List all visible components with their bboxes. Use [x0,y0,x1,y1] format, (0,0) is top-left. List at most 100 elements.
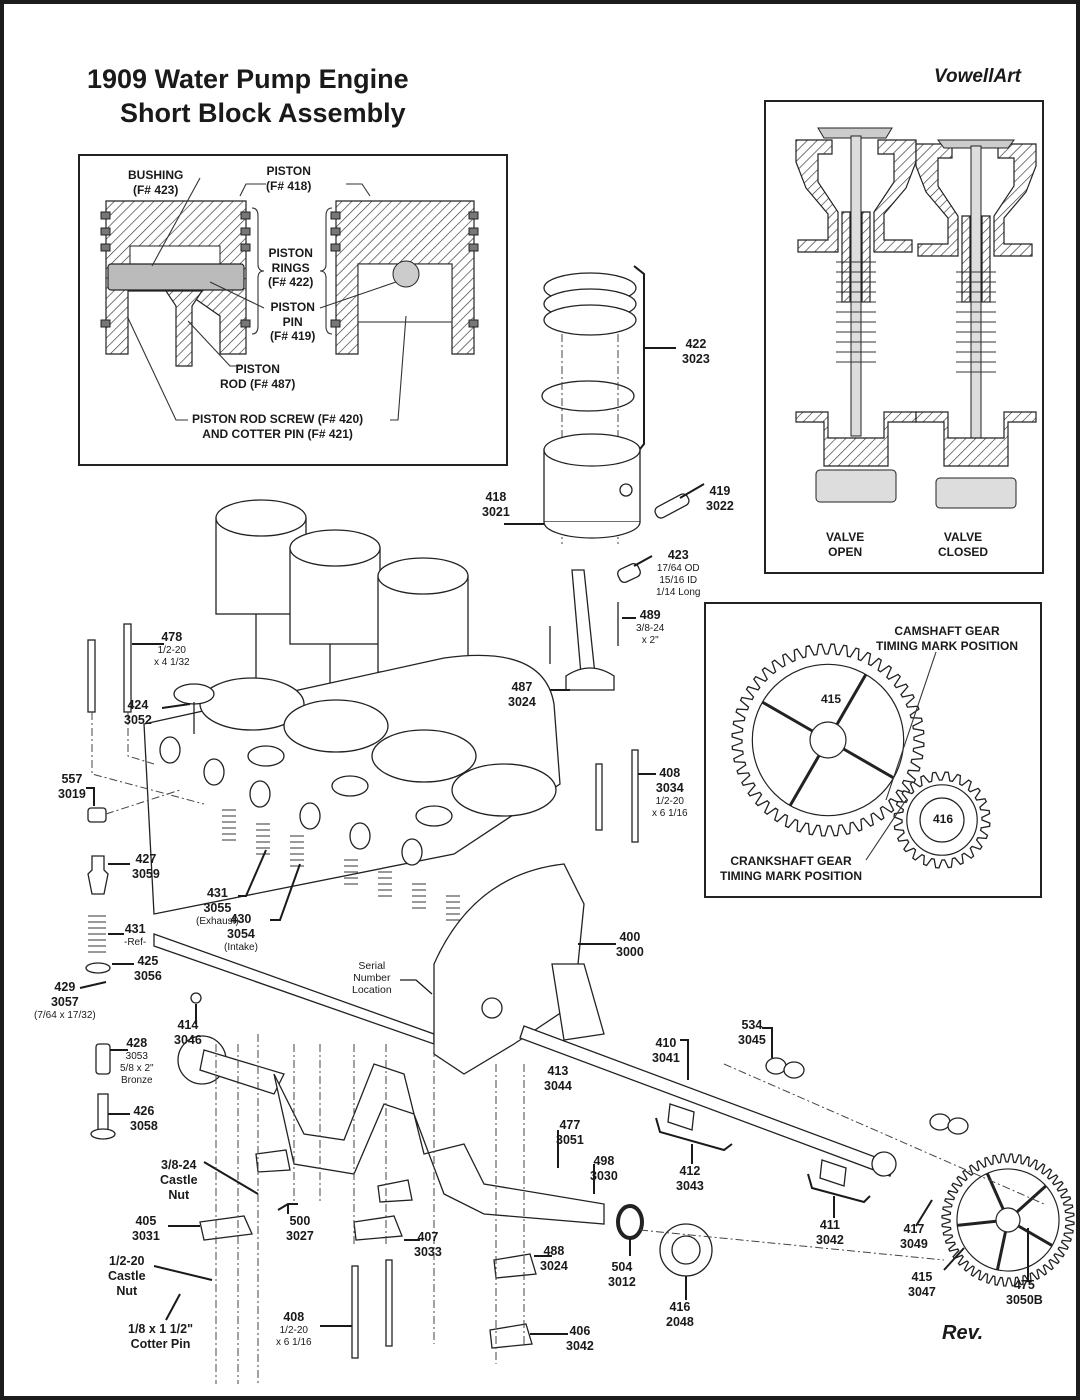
callout-431-ref: 431-Ref- [124,922,147,948]
title-line-1: 1909 Water Pump Engine [87,64,409,94]
piston-rod-screw-label: PISTON ROD SCREW (F# 420)AND COTTER PIN … [192,412,364,441]
cam-bearing-411 [819,1159,847,1187]
diagram-page: 1909 Water Pump Engine Short Block Assem… [4,4,1076,1396]
piston-section-left [100,200,251,367]
gear-hub [919,797,965,843]
main-bolt-408 [631,749,639,843]
piston-rings [541,272,637,412]
bronze-bushing-428 [95,1043,111,1075]
gear-spoke [761,700,814,733]
gear-spoke [788,754,821,807]
gear-spoke [995,1231,1007,1271]
main-bolt-408-lower [351,1265,359,1359]
valve-closed-drawing [915,139,1037,509]
piston-pin-419 [654,493,690,519]
gear-hub [809,721,847,759]
main-bearing-caps [199,1149,537,1349]
piston-pin-end [392,260,420,288]
gear-spoke [842,747,895,780]
timing-gears-drawing [731,643,991,869]
oil-fitting-414 [190,992,202,1004]
timing-cover-400 [433,863,605,1075]
cotter-pin-label: 1/8 x 1 1/2"Cotter Pin [128,1322,194,1351]
crankshaft-gear [893,771,991,869]
valve-springs [222,809,460,921]
camshaft-gear-415 [941,1153,1075,1287]
head-bolt [87,639,96,713]
spring-retainer-425 [85,962,111,974]
valve-section-drawing [795,127,1037,509]
crankshaft [177,1035,605,1225]
engine-block [143,654,561,915]
gear-rim [751,663,905,817]
main-bolt [595,763,603,831]
piston-section-drawing [100,177,479,421]
crank-gear-416 [659,1223,713,1277]
camshaft-gear [731,643,925,837]
title-line-2: Short Block Assembly [120,98,406,128]
pin-426 [97,1093,109,1135]
crank-gear-number: 416 [933,812,954,826]
piston-section-right [330,200,479,355]
snap-ring [929,1113,951,1131]
assembly-centerlines [215,1034,1045,1384]
gear-spoke [985,1172,1005,1210]
crankshaft-timing-leader [865,799,907,861]
valve-spring-431 [88,915,106,953]
pistons-installed [215,499,469,740]
camshaft-410 [519,1025,897,1177]
cam-gear-number: 415 [821,692,842,706]
valve-open-drawing [795,127,917,503]
gear-rim [906,784,978,856]
piston-pin-section [107,263,245,291]
gear-spoke [1017,1224,1053,1247]
gear-teeth [941,1153,1075,1287]
piston-label: PISTON(F# 418) [266,164,312,193]
gear-hub [995,1207,1021,1233]
gear-spoke [1015,1184,1047,1214]
snap-ring-534 [765,1057,787,1075]
